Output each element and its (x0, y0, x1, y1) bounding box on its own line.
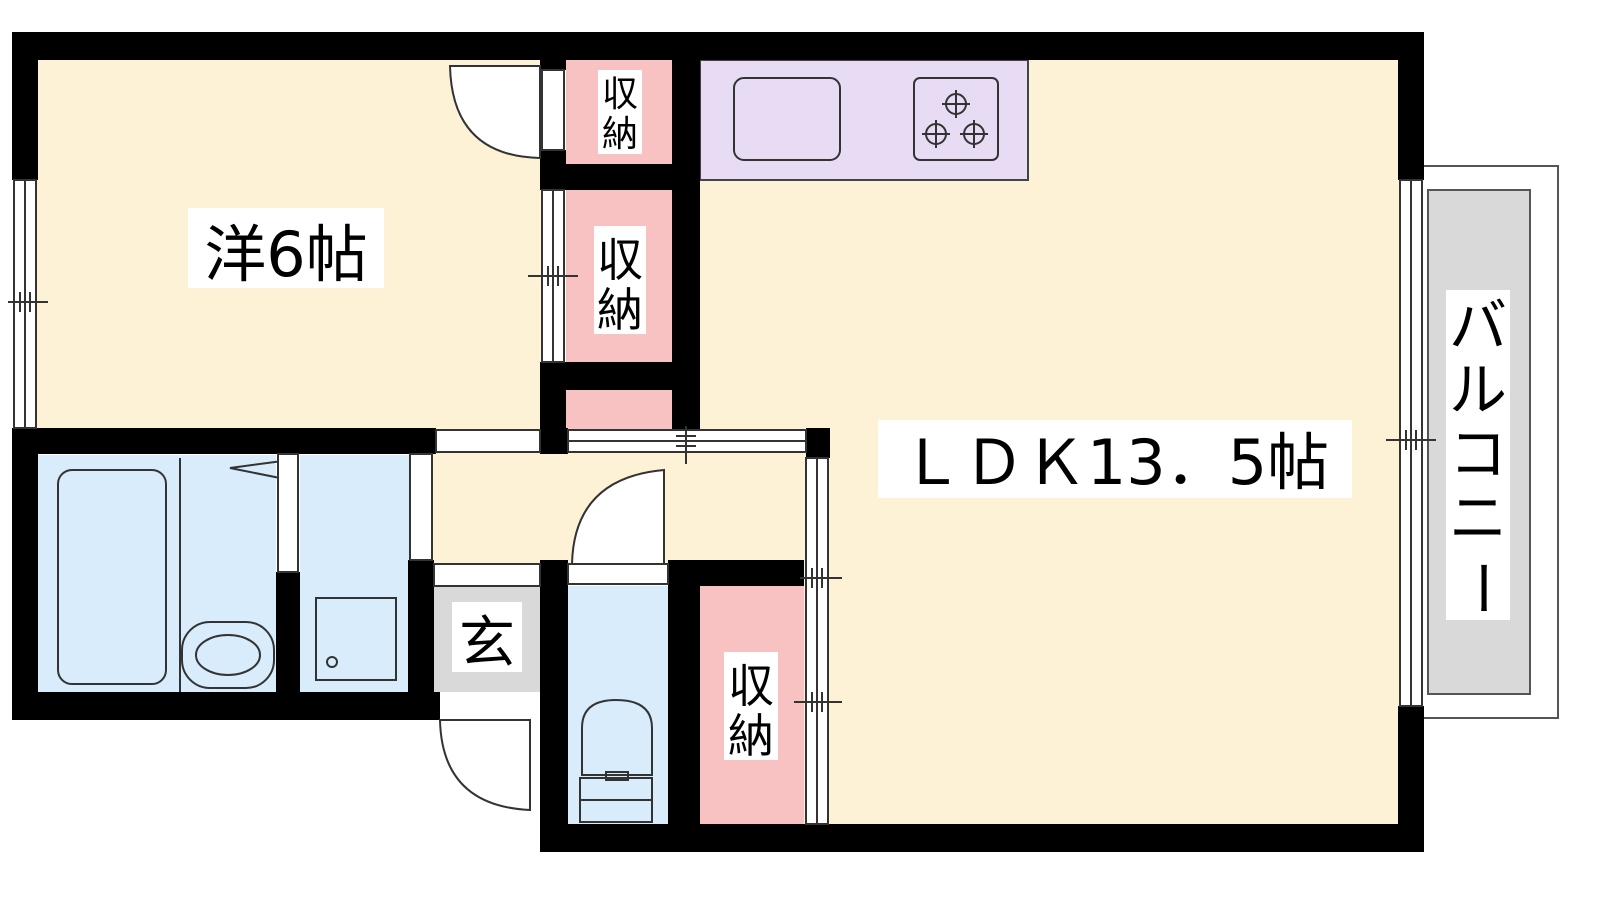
walls (12, 32, 1424, 852)
washing-machine-icon (315, 597, 397, 681)
ldk-label: ＬＤＫ13．5帖 (901, 426, 1329, 499)
balcony-label-3: コ (1449, 420, 1507, 488)
toilet-floor (566, 586, 672, 826)
storage-bottom-label-2: 納 (728, 709, 774, 763)
western-room-label: 洋6帖 (204, 218, 367, 291)
storage-mid-label-2: 納 (597, 283, 643, 337)
storage-mid-label-1: 収 (597, 233, 643, 287)
storage-small-area (566, 390, 672, 430)
stove-icon (913, 77, 999, 161)
windows (13, 179, 1423, 707)
sink-icon (733, 77, 841, 161)
swing-doors (438, 65, 665, 812)
toilet-icon (579, 698, 653, 823)
window-ticks (8, 292, 1436, 450)
storage-top-label-2: 納 (602, 114, 638, 155)
storage-bottom-label-1: 収 (728, 659, 774, 713)
balcony-label-4: ニ (1449, 484, 1507, 552)
balcony-label-5: ー (1448, 559, 1516, 617)
bathroom-floor (36, 455, 276, 693)
balcony-label-2: ル (1449, 356, 1507, 424)
balcony-label-1: バ (1449, 292, 1507, 360)
washroom-floor (300, 455, 410, 693)
storage-top-label-1: 収 (602, 74, 638, 115)
sliding-doors (277, 69, 829, 825)
wash-basin-icon (181, 621, 275, 689)
burner-icons (922, 90, 988, 148)
bathtub-icon (57, 469, 167, 685)
door-ticks (528, 266, 842, 712)
shower-curtain-icon (229, 459, 291, 481)
genkan-label: 玄 (459, 611, 515, 676)
